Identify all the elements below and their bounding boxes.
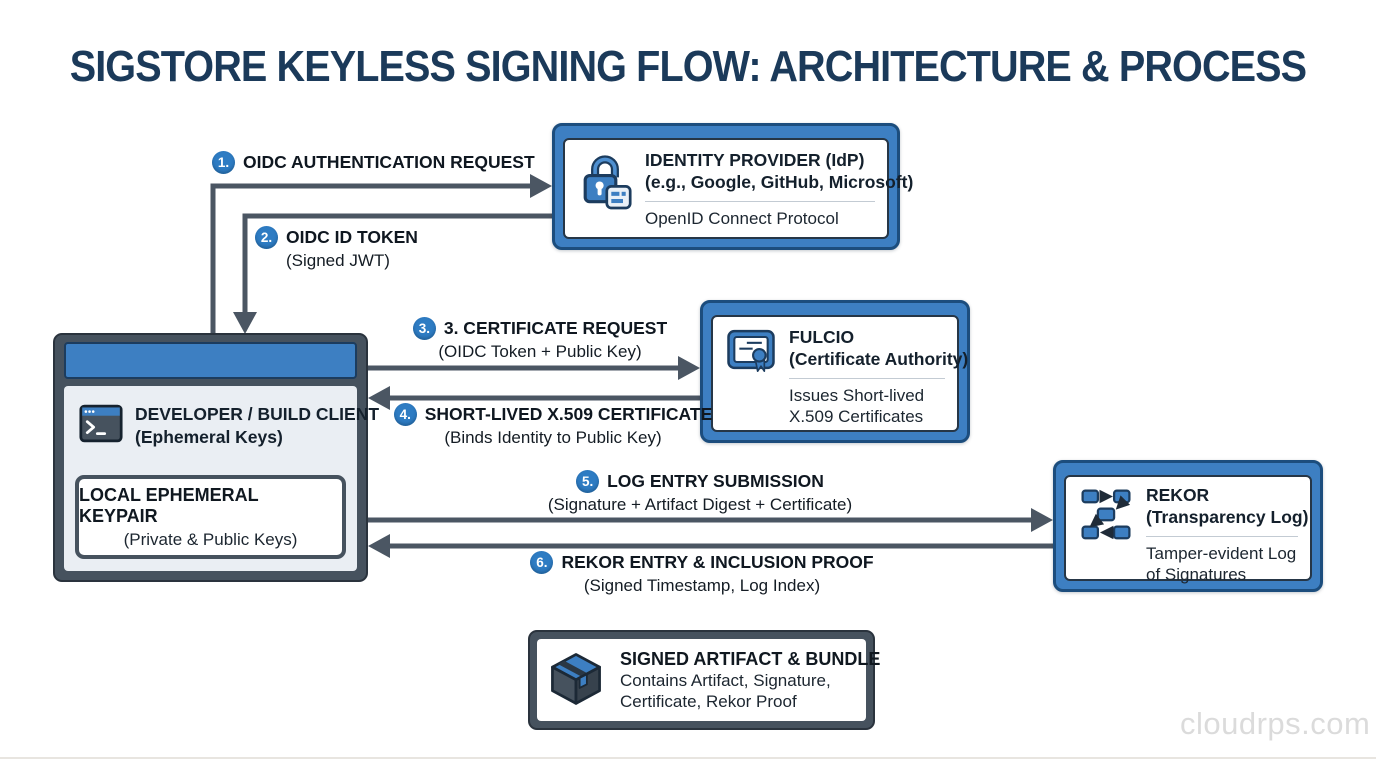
step-2-text: OIDC ID TOKEN [286,227,418,247]
developer-title-2: (Ephemeral Keys) [135,426,283,447]
certificate-icon [726,326,776,427]
arrow-1-head [530,174,552,198]
step-5-detail: (Signature + Artifact Digest + Certifica… [547,495,853,514]
node-developer-client: DEVELOPER / BUILD CLIENT (Ephemeral Keys… [53,333,379,582]
step-4-label: 4. SHORT-LIVED X.509 CERTIFICATE (Binds … [383,403,723,448]
package-icon [547,649,605,712]
node-rekor: REKOR (Transparency Log) Tamper-evident … [1053,460,1323,592]
step-6-label: 6. REKOR ENTRY & INCLUSION PROOF (Signed… [522,551,882,596]
fulcio-subtitle-2: X.509 Certificates [789,406,924,426]
rekor-subtitle: Tamper-evident Log [1146,543,1297,563]
arrow-lines [210,183,1053,549]
node-identity-provider-body: IDENTITY PROVIDER (IdP) (e.g., Google, G… [563,138,914,239]
rekor-subtitle-2: of Signatures [1146,564,1247,584]
step-4-text: SHORT-LIVED X.509 CERTIFICATE [424,404,713,424]
step-5-label: 5. LOG ENTRY SUBMISSION (Signature + Art… [520,470,880,515]
step-2-badge: 2. [255,226,278,249]
step-2-detail: (Signed JWT) [286,251,390,270]
step-3-badge: 3. [412,317,436,340]
page-title: SIGSTORE KEYLESS SIGNING FLOW: ARCHITECT… [69,42,1307,91]
terminal-icon [79,403,123,449]
step-2-label: 2. OIDC ID TOKEN (Signed JWT) [255,226,418,271]
bottom-hairline [0,757,1376,759]
rekor-title: REKOR [1146,485,1210,505]
arrow-3-head [678,356,700,380]
step-6-badge: 6. [530,551,554,574]
watermark: cloudrps.com [1180,706,1371,741]
node-signed-artifact: SIGNED ARTIFACT & BUNDLE Contains Artifa… [528,630,880,730]
arrow-1-line [210,183,533,333]
node-identity-provider: IDENTITY PROVIDER (IdP) (e.g., Google, G… [552,123,914,250]
arrow-5-head [1031,508,1053,532]
idp-divider [645,200,875,202]
step-5-text: LOG ENTRY SUBMISSION [607,471,824,491]
step-1-text: OIDC AUTHENTICATION REQUEST [243,152,535,172]
fulcio-title-2: (Certificate Authority) [789,349,969,370]
rekor-title-2: (Transparency Log) [1146,507,1309,528]
rekor-divider [1146,535,1298,537]
idp-title: IDENTITY PROVIDER (IdP) [645,150,865,170]
artifact-title: SIGNED ARTIFACT & BUNDLE [620,648,881,669]
developer-window-body: DEVELOPER / BUILD CLIENT (Ephemeral Keys… [64,386,379,571]
flowchart-icon [1079,484,1133,585]
step-4-badge: 4. [393,403,417,426]
artifact-line2: Contains Artifact, Signature, [620,671,831,690]
keypair-title: LOCAL EPHEMERAL KEYPAIR [79,484,259,526]
keypair-subtitle: (Private & Public Keys) [123,529,298,549]
node-fulcio: FULCIO (Certificate Authority) Issues Sh… [700,300,970,443]
node-rekor-body: REKOR (Transparency Log) Tamper-evident … [1064,475,1312,584]
step-1-label: 1. OIDC AUTHENTICATION REQUEST [212,151,535,174]
developer-title: DEVELOPER / BUILD CLIENT [135,404,380,424]
arrow-4-head [368,386,390,410]
step-3-detail: (OIDC Token + Public Key) [438,342,642,361]
step-3-text: 3. CERTIFICATE REQUEST [443,318,668,338]
node-signed-artifact-body: SIGNED ARTIFACT & BUNDLE Contains Artifa… [537,639,880,721]
lock-id-icon [578,149,632,229]
arrow-6-head [368,534,390,558]
step-5-badge: 5. [576,470,600,493]
arrow-heads [233,174,1053,558]
arrow-2-head [233,312,257,334]
artifact-line3: Certificate, Rekor Proof [620,692,797,712]
node-fulcio-body: FULCIO (Certificate Authority) Issues Sh… [711,315,969,432]
idp-title-2: (e.g., Google, GitHub, Microsoft) [645,172,914,193]
fulcio-title: FULCIO [789,327,855,347]
arrow-2-line [242,213,552,314]
step-6-text: REKOR ENTRY & INCLUSION PROOF [561,552,874,572]
developer-window-titlebar [64,342,357,379]
idp-subtitle: OpenID Connect Protocol [645,208,839,228]
step-6-detail: (Signed Timestamp, Log Index) [583,576,821,595]
step-3-label: 3. 3. CERTIFICATE REQUEST (OIDC Token + … [390,317,690,362]
step-4-detail: (Binds Identity to Public Key) [444,428,662,447]
fulcio-subtitle: Issues Short-lived [789,385,925,405]
fulcio-divider [789,377,945,379]
keypair-box: LOCAL EPHEMERAL KEYPAIR (Private & Publi… [75,475,346,559]
step-1-badge: 1. [212,151,235,174]
